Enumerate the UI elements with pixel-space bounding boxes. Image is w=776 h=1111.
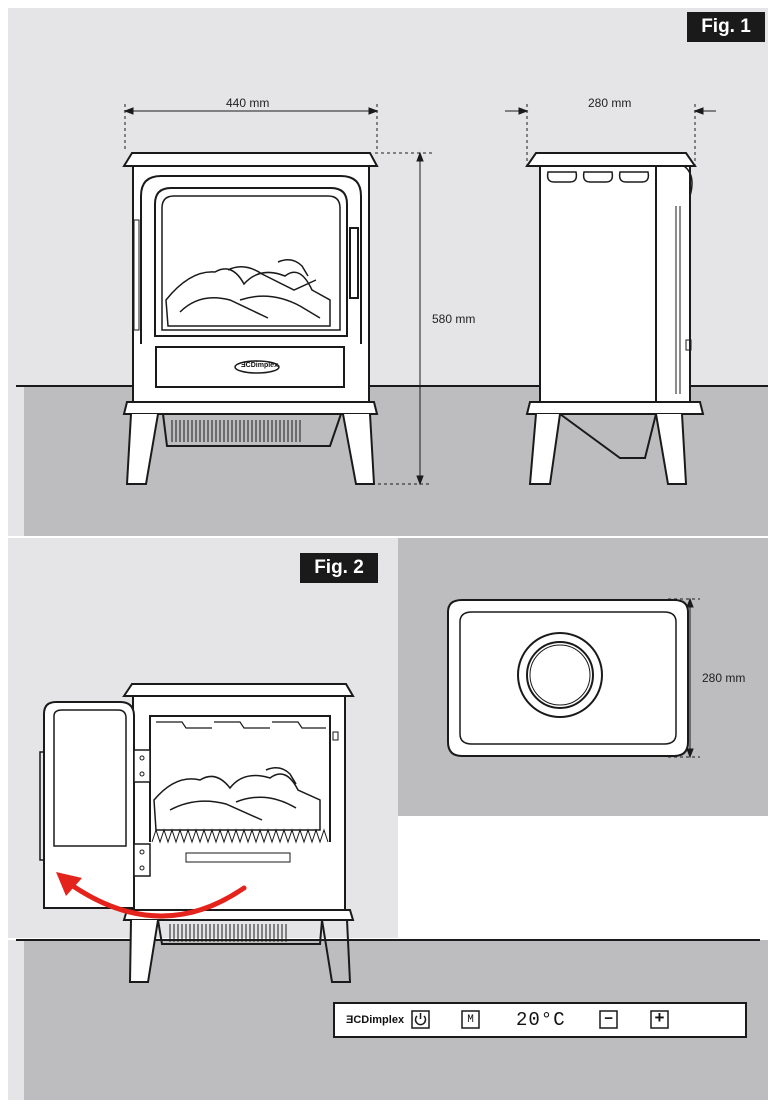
minus-button[interactable]: − (603, 1011, 613, 1028)
plus-button[interactable]: + (654, 1010, 665, 1029)
width-dimension-label: 440 mm (226, 96, 270, 110)
brand-mark: ƎC (346, 1014, 362, 1026)
fig1-height-dimension (375, 151, 432, 486)
fig2-top-depth-dimension (668, 597, 700, 759)
fig2-top-view (447, 599, 689, 757)
fig1-badge: Fig. 1 (687, 12, 765, 42)
fig1-front-grille (171, 420, 301, 442)
temperature-display: 20°C (516, 1009, 566, 1031)
fig1-side-view (525, 152, 705, 485)
mode-button[interactable]: M (467, 1014, 474, 1026)
front-logo: ƎCDimplex (241, 362, 278, 369)
fig1-depth-dimension (505, 104, 716, 165)
logo-text: Dimplex (250, 362, 278, 369)
control-panel-frame (333, 1002, 747, 1038)
control-panel-brand: ƎCDimplex (346, 1014, 404, 1026)
fig2-badge: Fig. 2 (300, 553, 378, 583)
depth-dimension-label: 280 mm (588, 96, 632, 110)
fig1-front-view (122, 152, 379, 485)
height-dimension-label: 580 mm (432, 312, 476, 326)
fig2-front-grille (169, 924, 287, 942)
logo-mark: ƎC (241, 362, 251, 369)
power-icon[interactable] (414, 1013, 427, 1026)
fig1-width-dimension (123, 104, 379, 150)
curved-arrow-icon (56, 872, 247, 919)
top-depth-dimension-label: 280 mm (702, 671, 746, 685)
brand-text: Dimplex (361, 1014, 405, 1026)
